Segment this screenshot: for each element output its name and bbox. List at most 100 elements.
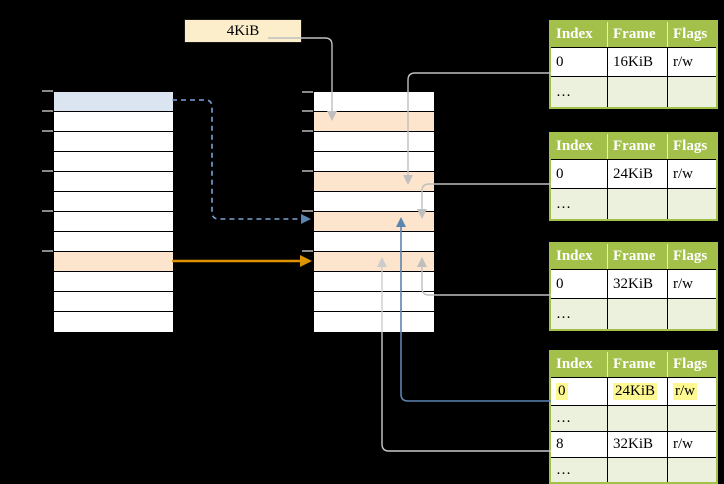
middle-stack-row-6-orange (314, 212, 434, 232)
address-tick (42, 130, 53, 132)
address-tick (42, 250, 53, 252)
column-header-index: Index (551, 244, 608, 269)
column-header-flags: Flags (668, 352, 716, 377)
left-stack-row (54, 112, 173, 132)
cell-index: … (551, 406, 608, 431)
address-tick (42, 90, 53, 92)
column-header-flags: Flags (668, 134, 716, 159)
left-stack-row (54, 272, 173, 292)
cell-index: 0 (551, 378, 608, 405)
column-header-index: Index (551, 22, 608, 47)
table-row-highlighted: 0 24KiB r/w (551, 377, 716, 405)
middle-stack-row (314, 152, 434, 172)
page-table-1: Index Frame Flags 0 16KiB r/w … (549, 20, 718, 109)
cell-frame: 24KiB (608, 160, 668, 188)
cell-frame: 32KiB (608, 432, 668, 457)
address-tick (42, 110, 53, 112)
cell-index: 0 (551, 48, 608, 76)
left-stack-row (54, 132, 173, 152)
left-stack-row (54, 192, 173, 212)
page-table-3: Index Frame Flags 0 32KiB r/w … (549, 242, 718, 331)
frame-size-label: 4KiB (226, 22, 260, 39)
cell-index: 0 (551, 270, 608, 298)
cell-frame (608, 299, 668, 329)
highlight-mark: r/w (673, 383, 697, 400)
table-row-ellipsis: … (551, 76, 716, 107)
cell-index: … (551, 299, 608, 329)
address-tick (302, 210, 313, 212)
cell-index: … (551, 189, 608, 219)
address-tick (302, 250, 313, 252)
middle-stack-row (314, 312, 434, 332)
cell-flags (668, 458, 716, 482)
left-stack-row (54, 172, 173, 192)
arrow-table2-to-frame6-line (421, 183, 551, 209)
middle-stack-row (314, 132, 434, 152)
column-header-frame: Frame (608, 134, 668, 159)
column-header-flags: Flags (668, 22, 716, 47)
cell-flags: r/w (673, 436, 693, 452)
cell-flags: r/w (673, 165, 693, 182)
cell-frame: 32KiB (608, 270, 668, 298)
column-header-flags: Flags (668, 244, 716, 269)
arrow-right-icon (300, 255, 312, 267)
cell-flags (668, 189, 716, 219)
highlight-mark: 24KiB (613, 383, 658, 400)
column-header-frame: Frame (608, 352, 668, 377)
left-stack-row-8-orange (54, 252, 173, 272)
page-table-2: Index Frame Flags 0 24KiB r/w … (549, 132, 718, 221)
cell-flags: r/w (673, 275, 693, 292)
middle-stack-row-4-orange (314, 172, 434, 192)
cell-index: … (551, 458, 608, 482)
middle-column-table (313, 91, 435, 333)
left-stack-row-0-blue (54, 92, 173, 112)
page-table-2-header: Index Frame Flags (551, 134, 716, 159)
address-tick (302, 91, 313, 93)
address-tick (42, 210, 53, 212)
page-table-1-header: Index Frame Flags (551, 22, 716, 47)
address-tick (302, 130, 313, 132)
column-header-frame: Frame (608, 244, 668, 269)
cell-frame (608, 189, 668, 219)
address-tick (302, 170, 313, 172)
highlight-mark: 0 (556, 383, 568, 400)
middle-stack-row (314, 272, 434, 292)
arrow-leftrow0-to-frame6-line (172, 99, 301, 220)
middle-stack-row (314, 232, 434, 252)
left-stack-row (54, 312, 173, 332)
middle-stack-row (314, 192, 434, 212)
table-row-ellipsis: … (551, 188, 716, 219)
column-header-frame: Frame (608, 22, 668, 47)
cell-flags (668, 406, 716, 431)
middle-stack-row (314, 292, 434, 312)
cell-index: … (551, 77, 608, 107)
left-stack-row (54, 152, 173, 172)
middle-stack-row-8-orange (314, 252, 434, 272)
page-table-4: Index Frame Flags 0 24KiB r/w … 8 32KiB … (549, 350, 718, 484)
cell-flags (668, 299, 716, 329)
table-row-ellipsis: … (551, 457, 716, 482)
page-table-3-header: Index Frame Flags (551, 244, 716, 269)
page-table-4-header: Index Frame Flags (551, 352, 716, 377)
column-header-index: Index (551, 134, 608, 159)
left-column-table (53, 91, 174, 333)
left-stack-row (54, 232, 173, 252)
column-header-index: Index (551, 352, 608, 377)
middle-stack-row-1-orange (314, 112, 434, 132)
cell-frame (608, 406, 668, 431)
table-row: 0 24KiB r/w (551, 159, 716, 188)
address-tick (42, 170, 53, 172)
cell-index: 8 (551, 432, 608, 457)
table-row-ellipsis: … (551, 298, 716, 329)
cell-index: 0 (551, 160, 608, 188)
table-row: 8 32KiB r/w (551, 431, 716, 457)
left-stack-row (54, 212, 173, 232)
cell-flags: r/w (673, 53, 693, 70)
table-row-ellipsis: … (551, 405, 716, 431)
arrow-table3-to-frame8-line (421, 267, 551, 296)
cell-frame: 24KiB (608, 378, 668, 405)
table-row: 0 16KiB r/w (551, 47, 716, 76)
cell-frame (608, 77, 668, 107)
cell-frame: 16KiB (608, 48, 668, 76)
middle-stack-row (314, 92, 434, 112)
